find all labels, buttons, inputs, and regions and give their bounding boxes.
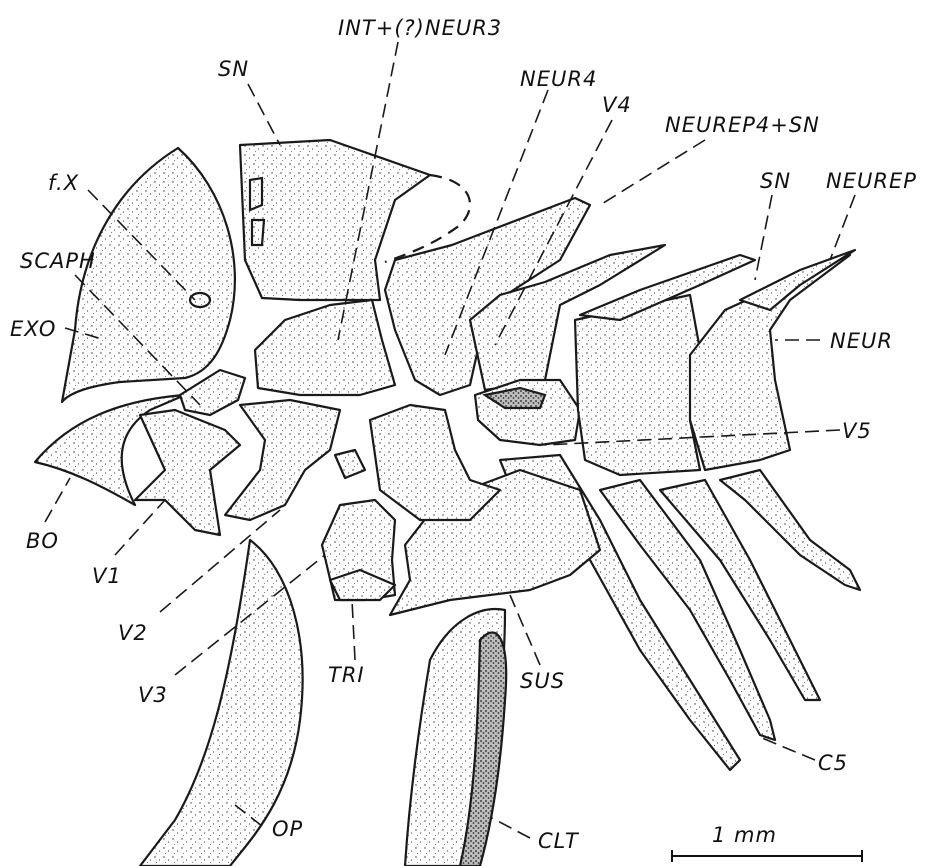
leader-c5 bbox=[762, 738, 815, 760]
label-neur4: NEUR4 bbox=[520, 67, 597, 91]
leader-v1 bbox=[115, 500, 165, 555]
label-v2: V2 bbox=[118, 621, 148, 645]
leader-sus bbox=[510, 595, 540, 665]
label-v1: V1 bbox=[92, 564, 122, 588]
exoccipital-bone bbox=[62, 148, 235, 402]
label-neurep4-sn: NEUREP4+SN bbox=[665, 113, 820, 137]
neurepiphysis-right bbox=[740, 250, 855, 310]
label-v4: V4 bbox=[602, 93, 632, 117]
leader-sn-right bbox=[755, 195, 772, 280]
label-neurep: NEUREP bbox=[826, 169, 917, 193]
label-sn-top: SN bbox=[218, 57, 249, 81]
label-bo: BO bbox=[26, 529, 59, 553]
label-sn-right: SN bbox=[760, 169, 791, 193]
label-scaph: SCAPH bbox=[20, 249, 96, 273]
leader-sn-top bbox=[248, 84, 280, 145]
leader-clt bbox=[492, 818, 530, 838]
leader-neurep4-sn bbox=[600, 140, 705, 205]
label-neur: NEUR bbox=[830, 329, 893, 353]
label-c5: C5 bbox=[818, 751, 848, 775]
label-v3: V3 bbox=[138, 683, 168, 707]
label-clt: CLT bbox=[538, 829, 580, 853]
label-int-neur3: INT+(?)NEUR3 bbox=[338, 16, 502, 40]
leader-bo bbox=[45, 478, 70, 522]
label-sus: SUS bbox=[520, 669, 565, 693]
small-ossicle bbox=[335, 450, 365, 478]
vertebra-5-body bbox=[575, 295, 700, 475]
neural-arch-3-bone bbox=[255, 300, 395, 395]
label-exo: EXO bbox=[10, 317, 56, 341]
scale-bar-label: 1 mm bbox=[712, 823, 777, 847]
label-v5: V5 bbox=[842, 419, 872, 443]
leader-tri bbox=[352, 600, 355, 660]
scale-bar: 1 mm bbox=[672, 823, 862, 862]
label-fx: f.X bbox=[48, 171, 79, 195]
label-op: OP bbox=[272, 817, 303, 841]
vertebra-2-body bbox=[225, 400, 340, 520]
label-tri: TRI bbox=[328, 663, 365, 687]
